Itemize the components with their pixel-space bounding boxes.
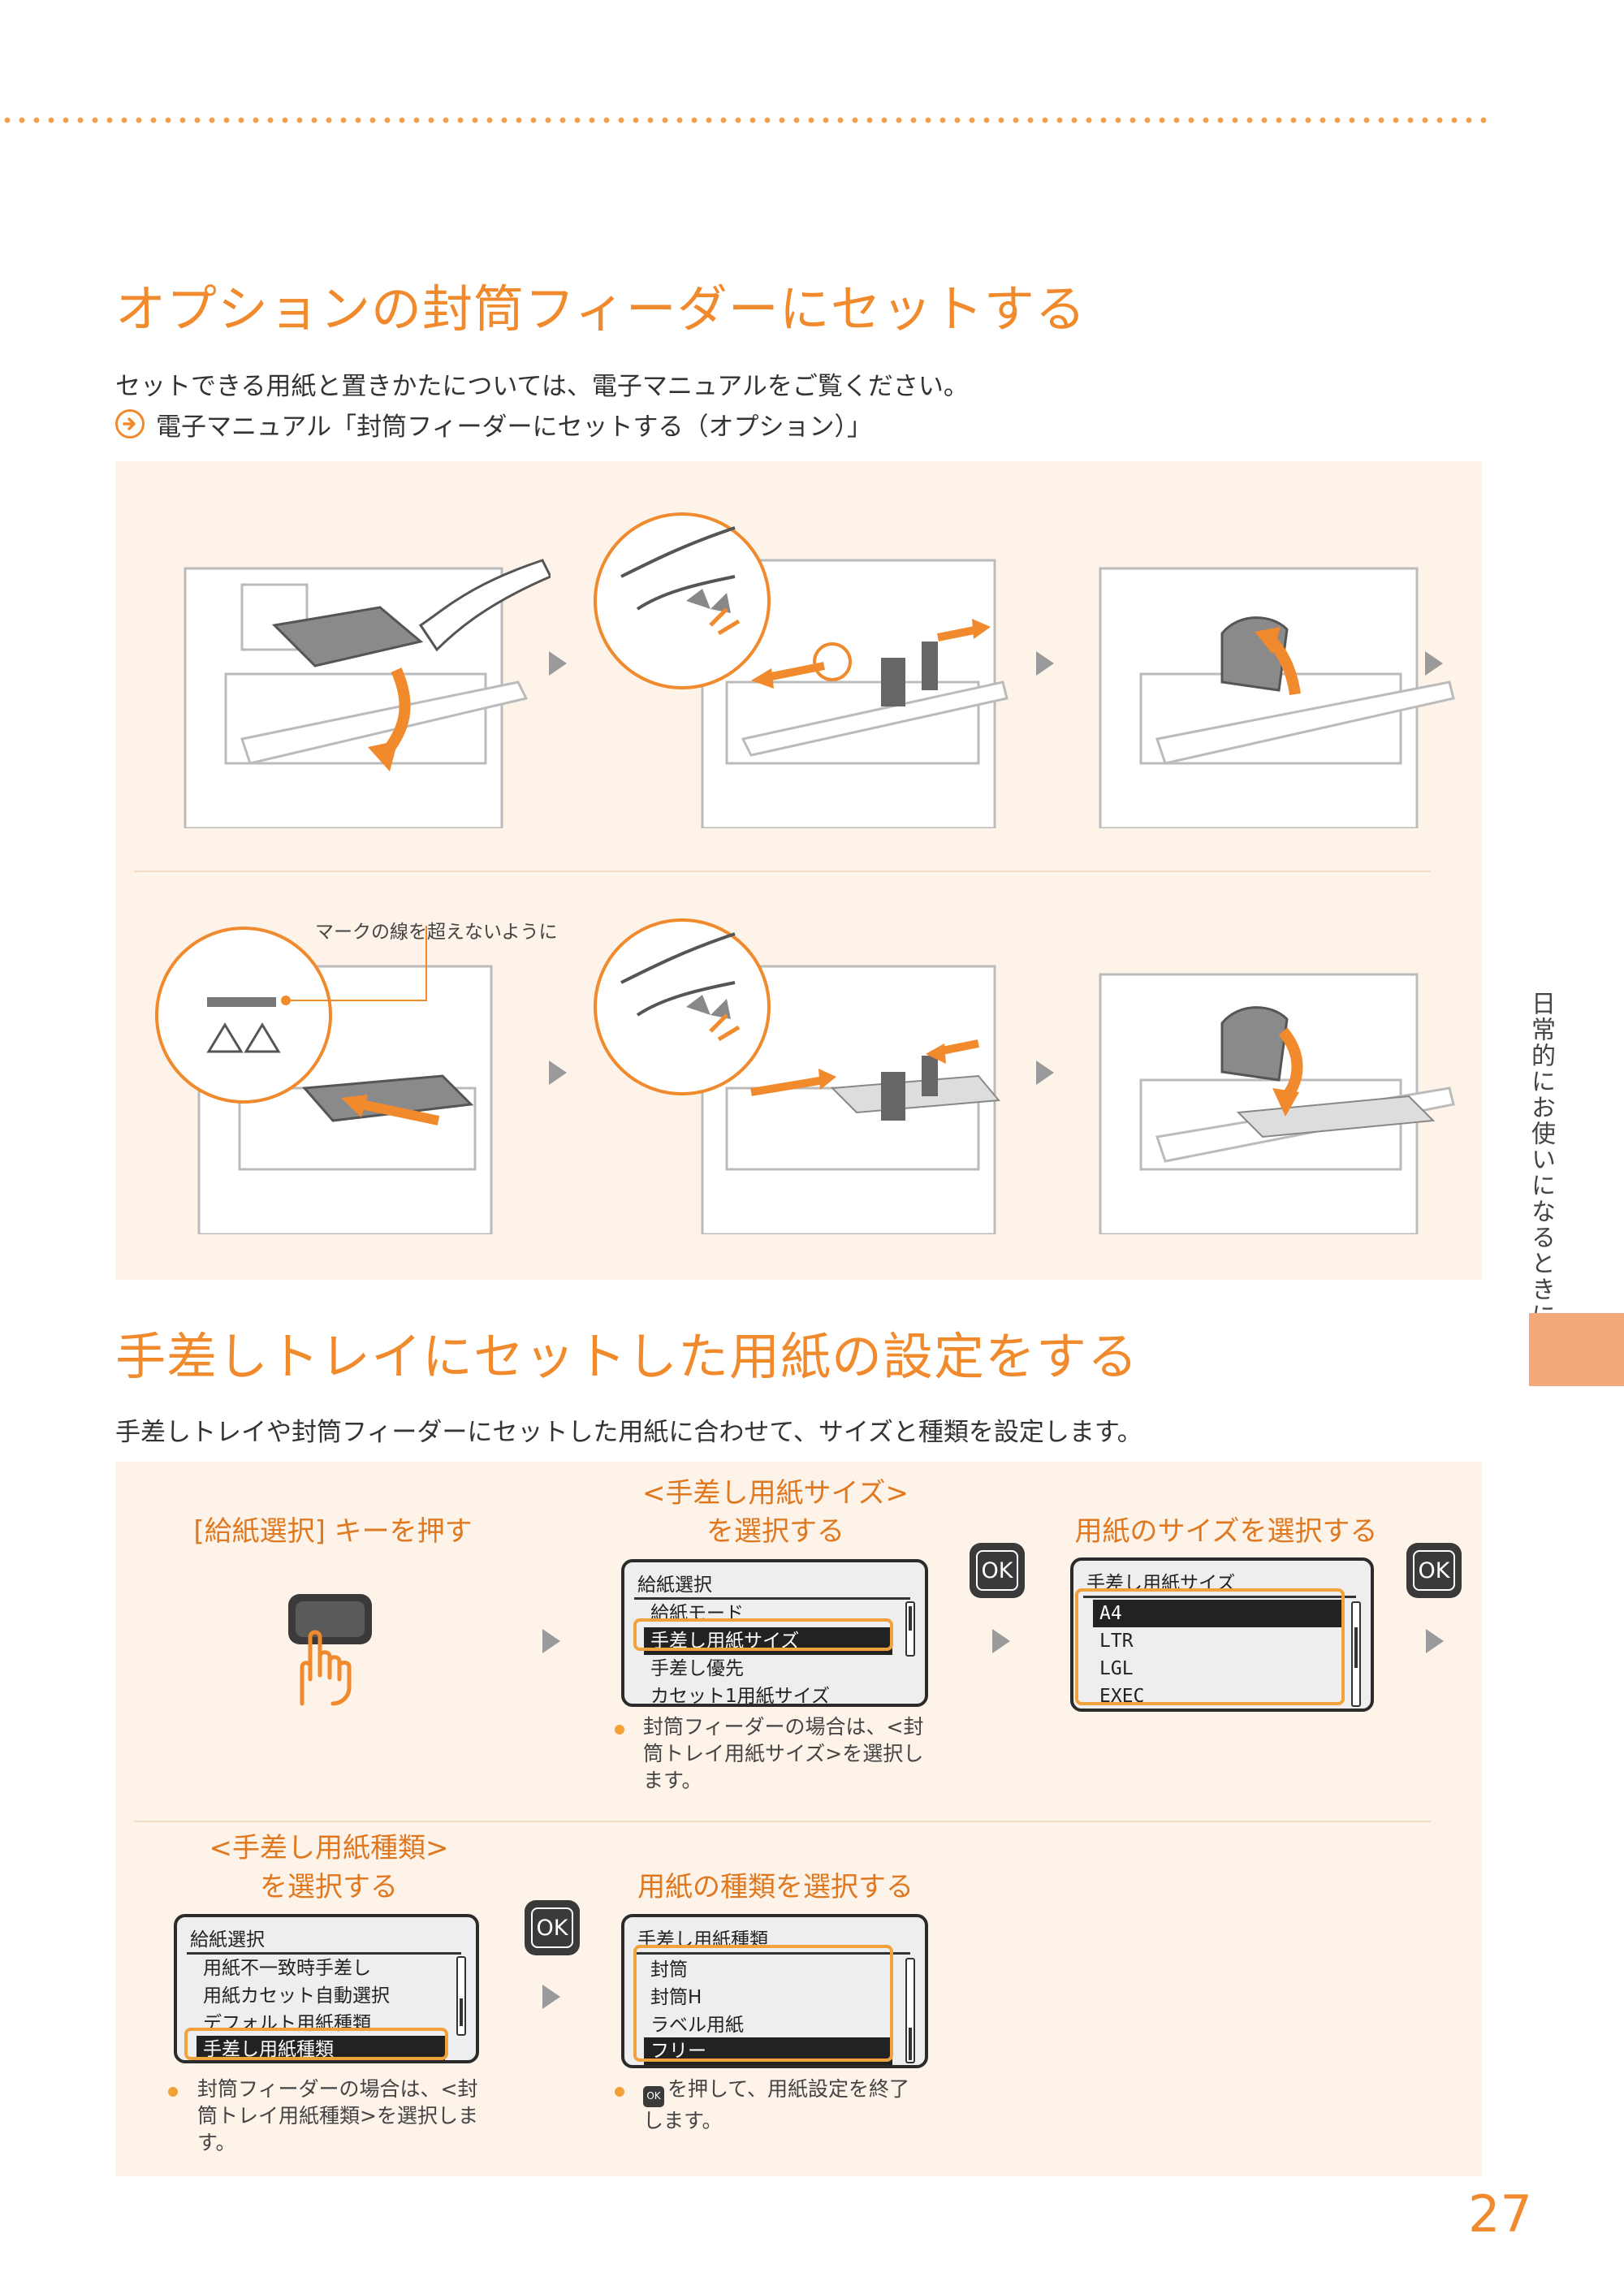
step1-title: [給紙選択] キーを押す [193,1515,473,1548]
step-arrow [1425,651,1443,676]
lcd-menu-item[interactable]: LGL [1099,1658,1134,1679]
step4-note-line: 筒トレイ用紙種類>を選択しま [197,2104,478,2128]
lcd-menu-item[interactable]: 封筒H [650,1987,702,2008]
lcd-scrollbar[interactable] [1351,1601,1361,1707]
step2-note: 封筒フィーダーの場合は、<封 筒トレイ用紙サイズ>を選択し ます。 [643,1713,923,1794]
lcd-title: 給紙選択 [637,1575,712,1596]
note-bullet [168,2087,178,2097]
lcd-paper-type-menu: 手差し用紙種類 封筒 封筒H ラベル用紙 フリー [621,1914,928,2068]
manual-link-text: 電子マニュアル「封筒フィーダーにセットする（オプション）」 [156,412,872,442]
arrow-right-circle-icon [115,409,145,438]
guide-adjust-illustration [594,918,1000,1234]
step-arrow [542,1629,560,1653]
panel-divider [134,1821,1431,1822]
ok-button-label: OK [976,1550,1018,1591]
step4-note-line: 封筒フィーダーの場合は、<封 [197,2077,478,2101]
lcd-menu-item[interactable]: 手差し優先 [650,1658,744,1679]
step-arrow [1036,651,1054,676]
lcd-paper-size-menu: 手差し用紙サイズ A4 LTR LGL EXEC [1070,1557,1374,1712]
lcd-title-divider [634,1597,910,1600]
lcd-title-divider [634,1952,910,1955]
step-arrow [549,651,567,676]
ok-key-icon: OK [643,2085,664,2107]
lcd-paper-select-menu: 給紙選択 給紙モード 手差し用紙サイズ 手差し優先 カセット1用紙サイズ [621,1559,928,1707]
step4-note-line: す。 [197,2131,236,2154]
printer-open-feeder-illustration [184,559,551,828]
lcd-menu-item-selected[interactable]: A4 [1093,1600,1341,1627]
selection-highlight [1075,1588,1345,1705]
step2-note-line: 封筒フィーダーの場合は、<封 [643,1715,924,1739]
step-arrow [542,1985,560,2009]
lcd-scrollbar[interactable] [905,1958,915,2063]
step5-note-line: します。 [643,2108,723,2132]
note-bullet [615,2087,624,2097]
ok-button[interactable]: OK [970,1543,1025,1598]
section-intro: セットできる用紙と置きかたについては、電子マニュアルをご覧ください。 [115,372,969,401]
step4-title-line1: <手差し用紙種類> [209,1832,449,1864]
lcd-menu-item[interactable]: カセット1用紙サイズ [650,1686,830,1707]
step-arrow [1036,1061,1054,1085]
paper-select-key-press-icon [288,1594,372,1706]
step2-title-line1: <手差し用紙サイズ> [642,1477,909,1510]
manual-link[interactable]: 電子マニュアル「封筒フィーダーにセットする（オプション）」 [115,406,872,442]
guide-slide-zoom-illustration [594,512,1009,828]
sidebar-chapter-tab [1529,1313,1624,1386]
selection-highlight [633,1945,893,2062]
step5-note-text: を押して、用紙設定を終了 [667,2077,910,2101]
step2-note-line: 筒トレイ用紙サイズ>を選択し [643,1742,924,1765]
load-envelopes-illustration [155,926,493,1234]
step4-title-line2: を選択する [260,1871,398,1903]
feeder-lower-illustration [1099,973,1455,1234]
page-number: 27 [1468,2184,1532,2244]
step2-note-line: ます。 [643,1769,702,1792]
lcd-menu-item-selected[interactable]: 手差し用紙種類 [197,2036,445,2060]
panel-divider [134,871,1431,872]
step-arrow [549,1061,567,1085]
mark-line-note: マークの線を超えないように [315,922,558,943]
note-bullet [615,1725,624,1735]
lcd-menu-item[interactable]: 用紙カセット自動選択 [203,1985,390,2007]
lcd-title-divider [1083,1596,1356,1598]
lcd-menu-item[interactable]: 用紙不一致時手差し [203,1958,371,1979]
ok-button[interactable]: OK [1406,1543,1462,1598]
lcd-title: 給紙選択 [190,1929,265,1951]
selection-highlight [633,1618,893,1651]
step-arrow [992,1629,1010,1653]
dotted-header-line [0,116,1486,124]
ok-button[interactable]: OK [525,1900,580,1955]
ok-button-label: OK [531,1907,573,1948]
step5-title: 用紙の種類を選択する [637,1871,914,1903]
lcd-title-divider [187,1952,461,1955]
step4-note: 封筒フィーダーの場合は、<封 筒トレイ用紙種類>を選択しま す。 [197,2076,478,2156]
step-arrow [1426,1629,1444,1653]
lcd-menu-item[interactable]: 封筒 [650,1959,688,1981]
feeder-lift-illustration [1099,567,1455,828]
lcd-scrollbar[interactable] [905,1601,915,1657]
section-title-envelope-feeder: オプションの封筒フィーダーにセットする [115,279,1086,339]
selection-highlight [184,2028,448,2060]
step2-title-line2: を選択する [706,1515,844,1548]
lcd-menu-item[interactable]: ラベル用紙 [650,2015,744,2036]
lcd-scrollbar[interactable] [456,1956,466,2036]
sidebar-chapter-label: 日常的にお使いになるときに [1527,991,1555,1328]
section-title-manual-tray-settings: 手差しトレイにセットした用紙の設定をする [115,1327,1139,1386]
ok-button-label: OK [1413,1550,1455,1591]
step3-title: 用紙のサイズを選択する [1074,1515,1378,1548]
lcd-menu-item[interactable]: LTR [1099,1631,1134,1652]
section2-intro: 手差しトレイや封筒フィーダーにセットした用紙に合わせて、サイズと種類を設定します… [115,1418,1142,1447]
